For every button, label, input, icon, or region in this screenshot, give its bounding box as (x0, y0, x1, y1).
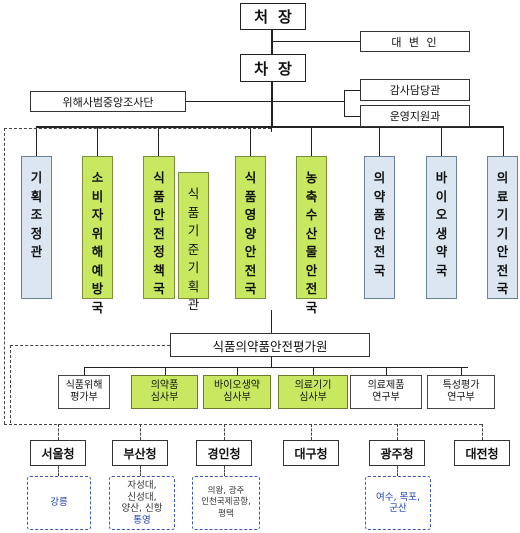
dashed-line (224, 466, 225, 476)
connector-line (461, 367, 462, 375)
connector-line (344, 90, 345, 116)
connector-line (271, 357, 272, 367)
connector-line (158, 126, 159, 156)
connector-line (271, 128, 272, 132)
bureau-bus-line (36, 126, 504, 128)
connector-line (165, 367, 166, 375)
region-daegu: 대구청 (283, 440, 339, 466)
dashed-line (140, 466, 141, 476)
institute-line (271, 310, 272, 333)
connector-line (386, 367, 387, 375)
connector-line (272, 41, 360, 42)
dashed-line (58, 466, 59, 476)
spokesperson-box: 대 변 인 (360, 31, 470, 52)
office-list-seoul: 강릉 (27, 476, 91, 530)
region-bus-line (4, 424, 482, 425)
head-box: 처장 (240, 3, 306, 30)
dashed-line (10, 345, 11, 423)
region-busan: 부산청 (112, 440, 168, 466)
connector-line (186, 101, 272, 102)
connector-line (344, 116, 360, 117)
dashed-line (10, 345, 170, 346)
connector-line (441, 126, 442, 156)
dashed-line (4, 128, 271, 129)
connector-line (272, 101, 344, 102)
dashed-line (140, 424, 141, 440)
spine-line (271, 30, 273, 54)
connector-line (36, 126, 37, 156)
region-gwangju: 광주청 (369, 440, 425, 466)
region-daejeon: 대전청 (454, 440, 510, 466)
dashed-line (311, 424, 312, 440)
dashed-line (4, 128, 5, 424)
connector-line (379, 126, 380, 156)
connector-line (344, 90, 360, 91)
dashed-line (482, 424, 483, 440)
audit-box: 감사담당관 (360, 79, 470, 101)
dashed-line (58, 424, 59, 440)
task-force-box: 위해사범중앙조사단 (30, 91, 186, 112)
dashed-line (224, 424, 225, 440)
connector-line (97, 126, 98, 156)
connector-line (84, 367, 85, 375)
connector-line (313, 367, 314, 375)
ops-box: 운영지원과 (360, 105, 470, 127)
institute-box: 식품의약품안전평가원 (170, 333, 370, 357)
region-seoul: 서울청 (30, 440, 86, 466)
dashed-line (397, 424, 398, 440)
connector-line (311, 126, 312, 156)
vice-box: 차장 (240, 54, 306, 82)
region-gyeongin: 경인청 (196, 440, 252, 466)
connector-line (503, 126, 504, 156)
office-list-gwangju: 여수, 목포,군산 (365, 476, 431, 530)
spine-line (271, 82, 273, 126)
connector-line (237, 367, 238, 375)
connector-line (250, 126, 251, 156)
institute-bus-line (84, 367, 468, 368)
dashed-line (397, 466, 398, 476)
